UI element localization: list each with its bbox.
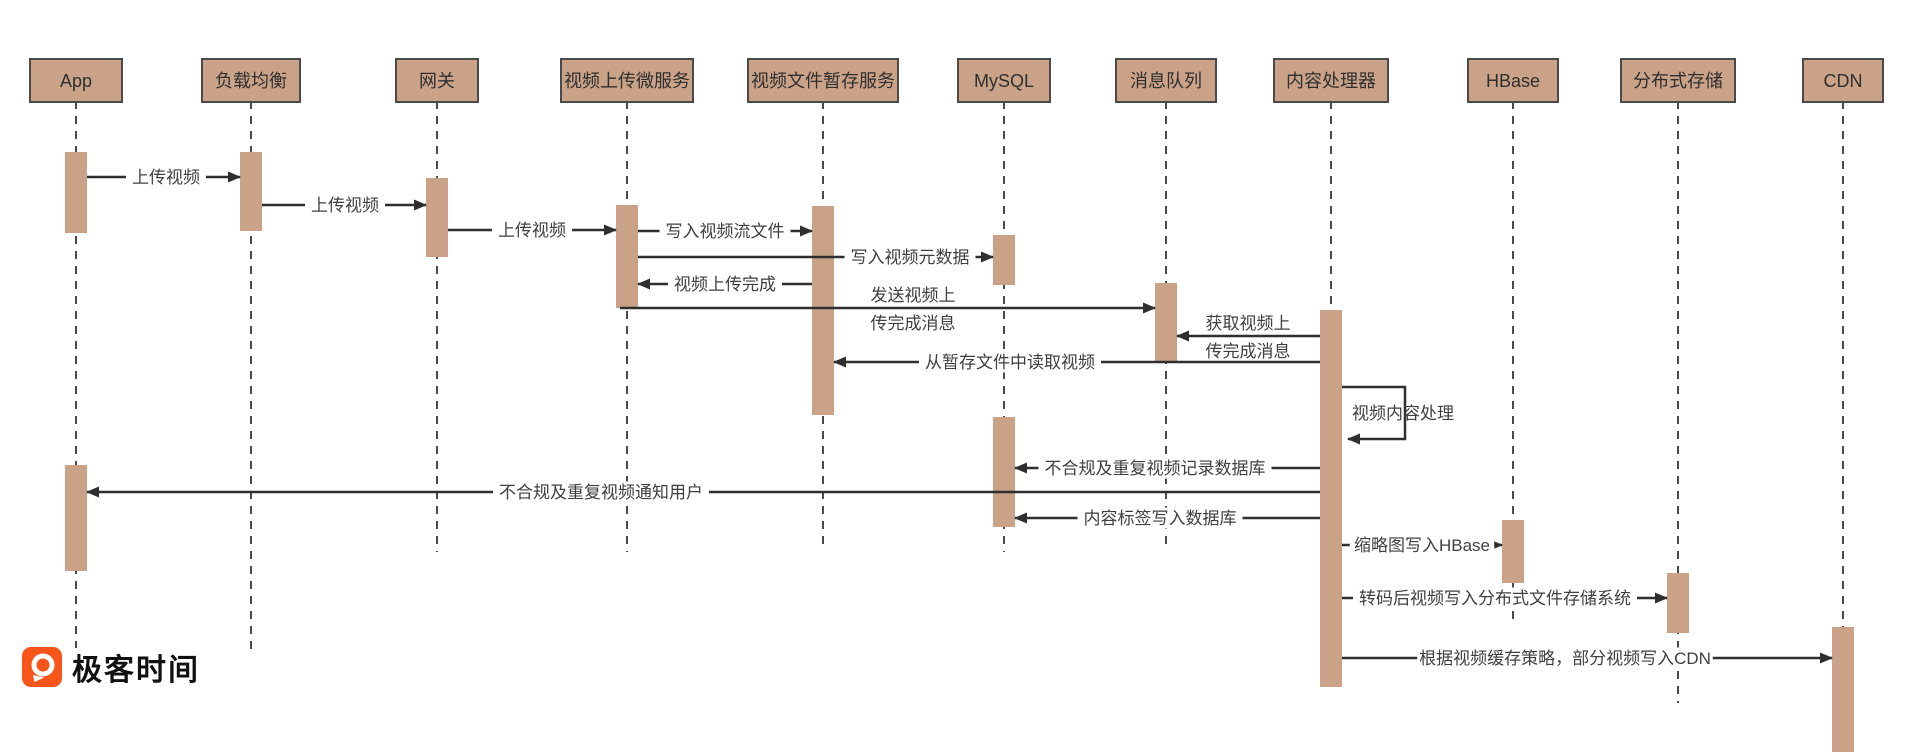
activation-bar-hbase bbox=[1502, 520, 1524, 583]
message-label: 缩略图写入HBase bbox=[1354, 536, 1490, 555]
message-label-bg bbox=[844, 246, 976, 268]
actor-box bbox=[29, 58, 123, 103]
activation-bar-dfs bbox=[1667, 573, 1689, 633]
message-label-line: 发送视频上 bbox=[871, 286, 956, 305]
actor-box bbox=[1620, 58, 1736, 103]
message-label: 内容标签写入数据库 bbox=[1084, 509, 1237, 528]
actor-label: 消息队列 bbox=[1130, 71, 1202, 91]
activation-bar-cdn bbox=[1832, 627, 1854, 752]
actor-processor: 内容处理器 bbox=[1273, 58, 1389, 103]
message-label: 不合规及重复视频通知用户 bbox=[499, 483, 703, 502]
actor-box bbox=[560, 58, 694, 103]
message-label-bg bbox=[305, 194, 385, 216]
message-label-bg bbox=[1417, 647, 1713, 669]
activation-bar-upload_svc bbox=[616, 205, 638, 308]
actor-label: 视频上传微服务 bbox=[564, 71, 690, 91]
message-label: 视频上传完成 bbox=[674, 275, 776, 294]
message-label-bg bbox=[1353, 587, 1637, 609]
actor-dfs: 分布式存储 bbox=[1620, 58, 1736, 103]
actor-box bbox=[1115, 58, 1217, 103]
message-4: 写入视频元数据 bbox=[638, 246, 994, 268]
message-11: 不合规及重复视频通知用户 bbox=[86, 481, 1320, 503]
message-label-bg bbox=[492, 219, 572, 241]
actor-mq: 消息队列 bbox=[1115, 58, 1217, 103]
message-label: 从暂存文件中读取视频 bbox=[925, 353, 1095, 372]
activation-bar-processor bbox=[1320, 310, 1342, 687]
actor-box bbox=[1467, 58, 1559, 103]
actor-label: 分布式存储 bbox=[1633, 71, 1723, 91]
geektime-logo-text: 极客时间 bbox=[72, 654, 200, 687]
actor-mysql: MySQL bbox=[957, 58, 1051, 103]
actor-box bbox=[395, 58, 479, 103]
message-label-bg bbox=[668, 273, 782, 295]
activation-bar-mysql bbox=[993, 235, 1015, 285]
activation-bar-mq bbox=[1155, 283, 1177, 362]
message-5: 视频上传完成 bbox=[637, 273, 812, 295]
activation-bar-lb bbox=[240, 152, 262, 231]
message-3: 写入视频流文件 bbox=[638, 220, 813, 242]
message-label: 转码后视频写入分布式文件存储系统 bbox=[1359, 589, 1631, 608]
message-label-bg bbox=[493, 481, 709, 503]
message-label: 视频内容处理 bbox=[1352, 404, 1454, 423]
message-9: 视频内容处理 bbox=[1342, 385, 1454, 445]
message-label: 写入视频元数据 bbox=[851, 248, 970, 267]
activation-bar-temp_store bbox=[812, 206, 834, 415]
actor-label: App bbox=[60, 71, 92, 91]
actor-cdn: CDN bbox=[1802, 58, 1884, 103]
actor-box bbox=[201, 58, 301, 103]
actor-label: 网关 bbox=[419, 71, 455, 91]
actor-label: 内容处理器 bbox=[1286, 71, 1376, 91]
message-0: 上传视频 bbox=[87, 166, 241, 188]
activation-bar-gateway bbox=[426, 178, 448, 257]
message-label-bg bbox=[659, 220, 791, 242]
message-label: 写入视频流文件 bbox=[666, 222, 785, 241]
actor-gateway: 网关 bbox=[395, 58, 479, 103]
actor-box bbox=[1273, 58, 1389, 103]
message-label: 上传视频 bbox=[132, 168, 200, 187]
message-label-bg bbox=[1038, 457, 1272, 479]
actor-label: 视频文件暂存服务 bbox=[751, 71, 895, 91]
activation-bar-mysql bbox=[993, 417, 1015, 527]
message-2: 上传视频 bbox=[448, 219, 617, 241]
message-label: 根据视频缓存策略，部分视频写入CDN bbox=[1419, 649, 1711, 668]
actor-upload_svc: 视频上传微服务 bbox=[560, 58, 694, 103]
message-label-bg bbox=[1077, 507, 1243, 529]
geektime-logo: 极客时间 bbox=[22, 645, 200, 689]
self-message-line bbox=[1342, 385, 1407, 445]
actor-lb: 负载均衡 bbox=[201, 58, 301, 103]
message-label-line: 传完成消息 bbox=[1206, 342, 1291, 361]
actor-label: HBase bbox=[1486, 71, 1540, 91]
message-label: 上传视频 bbox=[311, 196, 379, 215]
message-1: 上传视频 bbox=[262, 194, 427, 216]
message-label-bg bbox=[919, 351, 1101, 373]
actor-box bbox=[957, 58, 1051, 103]
activation-bar-app bbox=[65, 465, 87, 571]
message-10: 不合规及重复视频记录数据库 bbox=[1014, 457, 1320, 479]
message-label-bg bbox=[126, 166, 206, 188]
activation-bar-app bbox=[65, 152, 87, 233]
actor-box bbox=[747, 58, 899, 103]
message-label-line: 获取视频上 bbox=[1206, 314, 1291, 333]
message-12: 内容标签写入数据库 bbox=[1014, 507, 1320, 529]
actor-label: 负载均衡 bbox=[215, 71, 287, 91]
actor-app: App bbox=[29, 58, 123, 103]
message-label-line: 传完成消息 bbox=[871, 314, 956, 333]
message-14: 转码后视频写入分布式文件存储系统 bbox=[1342, 587, 1668, 609]
message-8: 从暂存文件中读取视频 bbox=[833, 351, 1320, 373]
message-label: 不合规及重复视频记录数据库 bbox=[1045, 459, 1266, 478]
actor-label: CDN bbox=[1824, 71, 1863, 91]
actor-temp_store: 视频文件暂存服务 bbox=[747, 58, 899, 103]
message-13: 缩略图写入HBase bbox=[1342, 534, 1503, 556]
message-label-bg bbox=[1349, 534, 1495, 556]
actor-hbase: HBase bbox=[1467, 58, 1559, 103]
message-label: 上传视频 bbox=[498, 221, 566, 240]
geektime-logo-icon bbox=[22, 647, 62, 687]
message-15: 根据视频缓存策略，部分视频写入CDN bbox=[1342, 647, 1833, 669]
actor-label: MySQL bbox=[974, 71, 1034, 91]
actor-box bbox=[1802, 58, 1884, 103]
